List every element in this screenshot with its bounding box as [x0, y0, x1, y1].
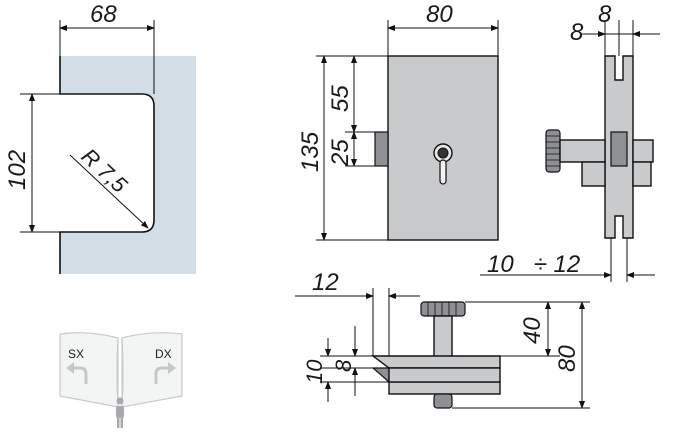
left-door-leaf — [59, 332, 119, 408]
side-b-label: 8 — [598, 1, 612, 28]
notch-outline — [59, 56, 155, 274]
key-top-label: 55 — [327, 85, 354, 112]
notch-height-label: 102 — [4, 150, 31, 190]
notch-radius-label: R 7,5 — [77, 143, 133, 198]
notch-width-label: 68 — [90, 1, 117, 28]
hand-right-label: DX — [155, 347, 172, 361]
right-turn-arrow-icon — [154, 366, 170, 384]
right-door-leaf — [121, 332, 183, 408]
glass-range-label: 10 ÷ 12 — [487, 251, 580, 278]
side-a-label: 8 — [570, 19, 584, 46]
bottom-offset-label: 12 — [312, 269, 339, 296]
door-hand-diagram: SX DX — [59, 332, 183, 428]
lock-width-label: 80 — [426, 1, 453, 28]
latch-bolt — [374, 131, 389, 167]
left-turn-arrow-icon — [72, 366, 88, 384]
key-zone-label: 25 — [327, 139, 354, 167]
bottom-plate-lower — [388, 381, 501, 395]
glass-notch-view: 68 102 R 7,5 — [4, 1, 196, 274]
bottom-plate-upper — [370, 355, 501, 369]
lock-front-view: 80 135 55 25 — [297, 1, 499, 241]
person-icon — [116, 397, 124, 428]
hand-left-label: SX — [68, 347, 84, 361]
lock-side-view: 8 8 10 ÷ 12 — [480, 1, 660, 282]
side-shaft — [559, 139, 606, 163]
lock-bottom-view: 12 40 80 8 10 — [295, 269, 590, 409]
plate-8-label: 8 — [331, 359, 356, 372]
lock-height-label: 135 — [297, 131, 324, 172]
total-height-label: 80 — [554, 345, 581, 372]
plate-10-label: 10 — [302, 359, 327, 384]
glass-panel — [60, 56, 196, 274]
knob-height-label: 40 — [519, 317, 546, 344]
